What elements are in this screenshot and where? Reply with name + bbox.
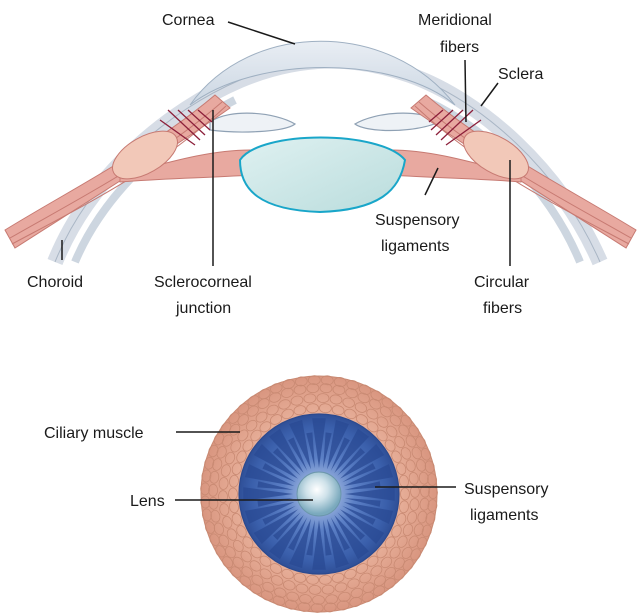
ciliary-muscle-label: Ciliary muscle [44,425,144,442]
front-view: Ciliary muscle Lens Suspensory ligaments [44,375,549,612]
front-suspensory-label-line1: Suspensory [464,481,549,498]
circular-label-line1: Circular [474,274,530,291]
meridional-label-line1: Meridional [418,12,492,29]
choroid-label: Choroid [27,274,83,291]
front-suspensory-label-line2: ligaments [470,507,538,524]
cornea-leader [228,22,295,44]
iris [210,113,440,132]
lens-label: Lens [130,493,165,510]
meridional-label-line2: fibers [440,39,479,56]
cornea [190,41,455,105]
meridional-leader [465,60,466,122]
sclera-label: Sclera [498,66,543,83]
sclerocorneal-label-line2: junction [175,300,231,317]
cornea-label: Cornea [162,12,215,29]
circular-label-line2: fibers [483,300,522,317]
lens-front [297,472,341,516]
sclera-leader [481,83,498,106]
suspensory-label-line1: Suspensory [375,212,460,229]
side-view: Cornea Meridional fibers Sclera Suspenso… [5,12,636,317]
lens-side [240,138,405,213]
sclerocorneal-label-line1: Sclerocorneal [154,274,252,291]
suspensory-label-line2: ligaments [381,238,449,255]
